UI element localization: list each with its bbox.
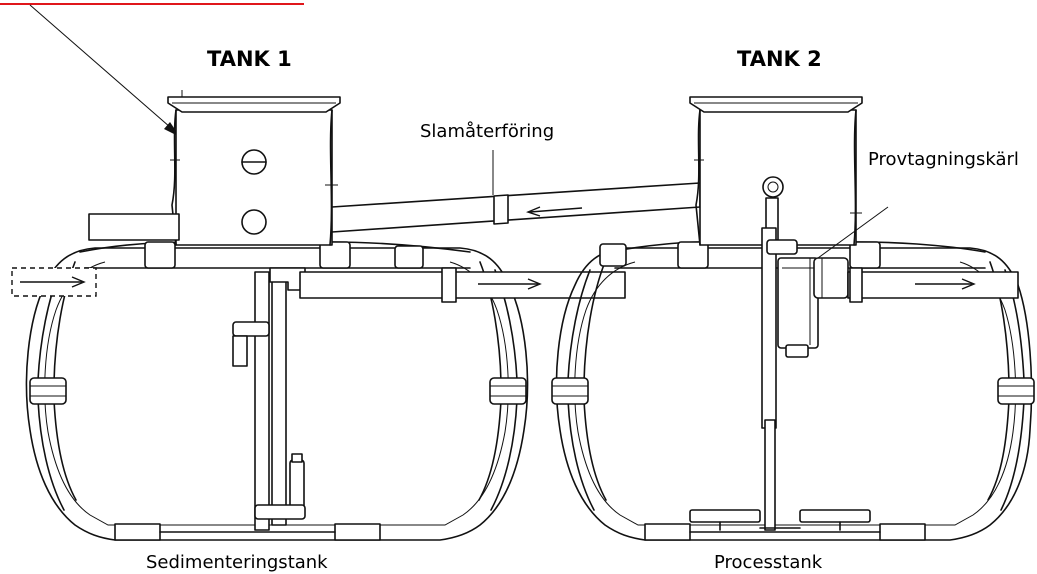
inlet-flow-arrow <box>20 276 86 288</box>
sampling-vessel <box>777 206 889 358</box>
outlet-pipe <box>847 267 1019 303</box>
sedimentation-tank-label: Sedimenteringstank <box>146 552 328 573</box>
process-tank-label: Processtank <box>714 552 823 573</box>
sludge-return-pipe <box>331 150 701 233</box>
sludge-return-label: Slamåterföring <box>420 121 554 142</box>
sampling-vessel-label: Provtagningskärl <box>868 149 1019 170</box>
tank-1 <box>25 90 529 541</box>
callout-leader-line <box>29 4 179 135</box>
tank-1-title: TANK 1 <box>207 47 292 71</box>
transfer-pipe <box>299 267 626 303</box>
tank-2-internal-piping <box>689 176 871 531</box>
tank-1-internal-piping <box>232 267 306 531</box>
tank-2-title: TANK 2 <box>737 47 822 71</box>
